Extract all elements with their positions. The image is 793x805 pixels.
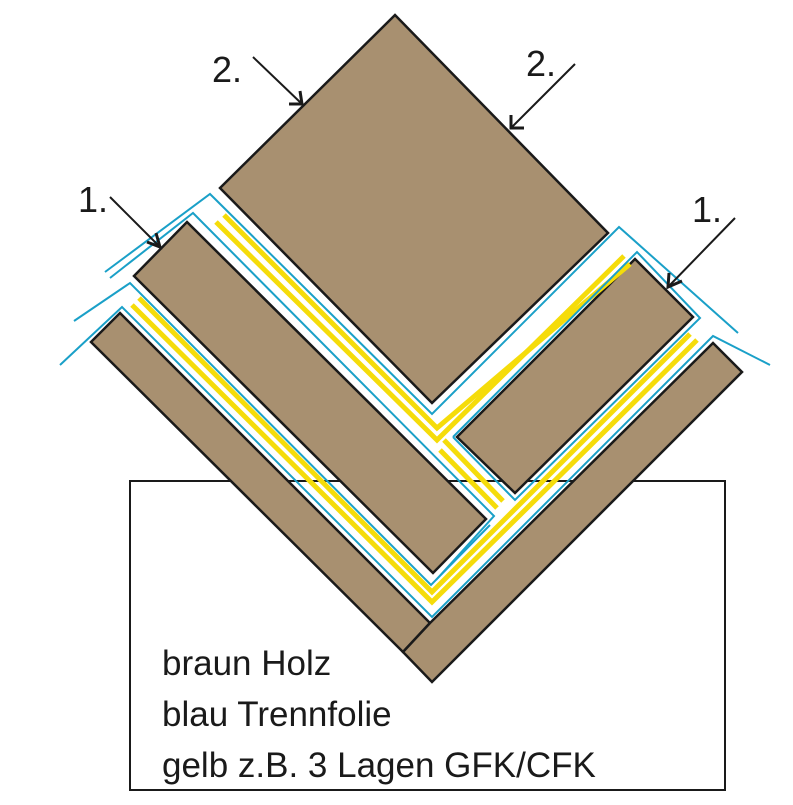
fiber-line bbox=[137, 296, 692, 596]
label-2-left: 2. bbox=[212, 49, 242, 90]
legend-foil: blau Trennfolie bbox=[162, 695, 392, 734]
wood-square-top bbox=[218, 13, 610, 405]
legend-wood: braun Holz bbox=[162, 644, 331, 683]
arrow-2-left bbox=[252, 56, 303, 105]
arrowhead-icon bbox=[289, 90, 304, 106]
arrowhead-icon bbox=[666, 272, 683, 290]
fiber-line bbox=[222, 213, 632, 432]
foil-line bbox=[59, 305, 771, 619]
foil-line bbox=[452, 250, 702, 502]
arrowhead-icon bbox=[509, 115, 524, 130]
legend-fiber: gelb z.B. 3 Lagen GFK/CFK bbox=[162, 746, 596, 785]
arrows bbox=[109, 56, 736, 290]
label-2-right: 2. bbox=[526, 43, 556, 84]
fiber-line bbox=[442, 438, 505, 503]
label-1-right: 1. bbox=[692, 189, 722, 230]
foil-line bbox=[73, 281, 491, 587]
separation-foil bbox=[59, 192, 771, 619]
arrowhead-icon bbox=[146, 232, 163, 250]
foil-line bbox=[104, 192, 739, 416]
label-1-left: 1. bbox=[78, 179, 108, 220]
fiber-line bbox=[130, 303, 699, 606]
arrow-1-left bbox=[109, 196, 161, 248]
wood-board-bottom-right bbox=[401, 341, 744, 684]
foil-line bbox=[109, 211, 496, 581]
fiber-layers bbox=[130, 213, 699, 606]
wood-board-mid-right bbox=[455, 257, 695, 495]
wood-board-mid-left bbox=[132, 220, 488, 575]
fiber-line bbox=[438, 448, 499, 510]
arrow-1-right bbox=[667, 217, 736, 288]
fiber-line bbox=[214, 220, 626, 444]
arrow-2-right bbox=[510, 63, 576, 129]
